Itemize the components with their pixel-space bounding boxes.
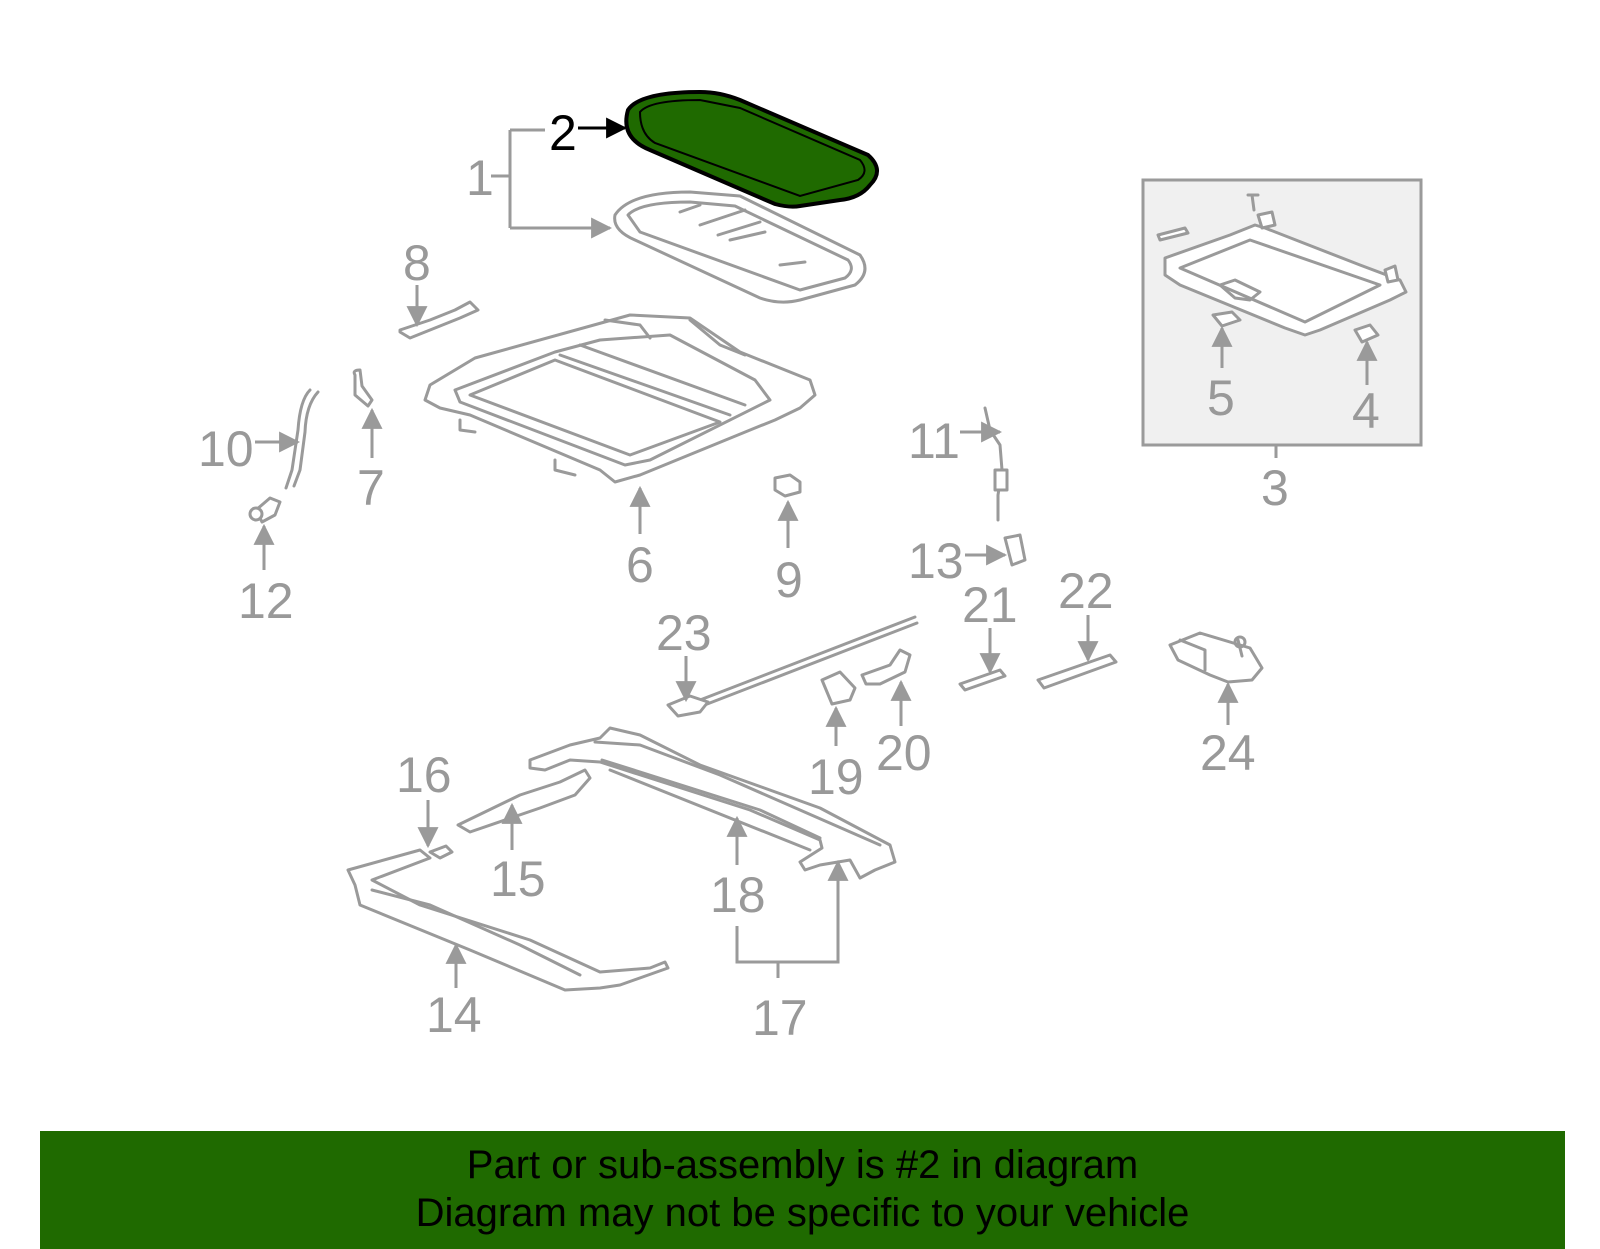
part-20-bracket[interactable] <box>860 648 912 686</box>
banner-line-2: Diagram may not be specific to your vehi… <box>415 1191 1190 1235</box>
banner-line-1: Part or sub-assembly is #2 in diagram <box>466 1143 1139 1187</box>
callout-24[interactable]: 24 <box>1200 725 1256 781</box>
part-2-glass-seal[interactable] <box>624 89 879 209</box>
callout-17[interactable]: 17 <box>752 990 808 1046</box>
callout-2[interactable]: 2 <box>549 105 577 161</box>
info-banner: Part or sub-assembly is #2 in diagram Di… <box>40 1131 1565 1249</box>
part-11-cable[interactable] <box>983 406 1009 522</box>
callout-7[interactable]: 7 <box>357 460 385 516</box>
part-18-side-rail[interactable] <box>528 726 897 880</box>
callout-10[interactable]: 10 <box>198 421 254 477</box>
callout-4[interactable]: 4 <box>1352 383 1380 439</box>
callout-21[interactable]: 21 <box>962 577 1018 633</box>
part-15-rail[interactable] <box>456 768 592 834</box>
callout-16[interactable]: 16 <box>396 747 452 803</box>
callout-5[interactable]: 5 <box>1207 370 1235 426</box>
part-24-motor[interactable] <box>1168 631 1264 684</box>
part-1-glass-panel[interactable] <box>613 190 867 304</box>
callout-6[interactable]: 6 <box>626 537 654 593</box>
part-9-pad[interactable] <box>773 473 802 498</box>
callout-20[interactable]: 20 <box>876 725 932 781</box>
part-12-clamp[interactable] <box>248 496 282 524</box>
part-14-front-rail[interactable] <box>346 848 670 992</box>
inset-part-3[interactable] <box>1141 178 1423 447</box>
callout-13[interactable]: 13 <box>908 533 964 589</box>
callout-23[interactable]: 23 <box>656 605 712 661</box>
part-16-clip[interactable] <box>428 844 454 860</box>
leader-lines <box>253 117 1378 988</box>
callout-22[interactable]: 22 <box>1058 563 1114 619</box>
callout-12[interactable]: 12 <box>238 573 294 629</box>
callout-18[interactable]: 18 <box>710 867 766 923</box>
part-8-bracket[interactable] <box>398 300 480 340</box>
part-13-guide[interactable] <box>1003 533 1027 567</box>
part-7-clip[interactable] <box>352 368 374 408</box>
callout-15[interactable]: 15 <box>490 851 546 907</box>
part-6-frame[interactable] <box>423 313 817 484</box>
part-22-shim[interactable] <box>1036 653 1118 690</box>
part-10-drain-hose[interactable] <box>284 388 320 490</box>
part-21-shim[interactable] <box>958 668 1007 692</box>
callout-3[interactable]: 3 <box>1261 460 1289 516</box>
callout-8[interactable]: 8 <box>403 235 431 291</box>
callout-9[interactable]: 9 <box>775 552 803 608</box>
callout-1[interactable]: 1 <box>466 150 494 206</box>
part-19-bracket[interactable] <box>820 670 857 706</box>
callout-11[interactable]: 11 <box>908 413 960 469</box>
callout-19[interactable]: 19 <box>808 749 864 805</box>
callout-labels: 1 2 3 4 5 6 7 8 9 10 11 12 13 14 15 16 1… <box>198 105 1380 1046</box>
callout-14[interactable]: 14 <box>426 987 482 1043</box>
